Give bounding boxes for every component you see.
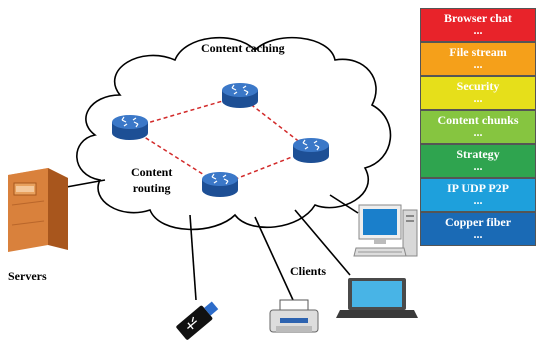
servers-label: Servers [8,269,47,283]
protocol-layer: IP UDP P2P... [420,178,536,212]
protocol-layer-name: Content chunks [437,113,519,127]
content-routing-label: Content routing [131,165,173,195]
router-icon [202,172,238,197]
protocol-layer-ellipsis: ... [473,125,483,139]
protocol-layer-name: Security [456,79,500,93]
protocol-stack: Browser chat...File stream...Security...… [420,8,536,246]
printer-icon [269,299,319,333]
protocol-layer-name: Strategy [456,147,500,161]
clients-label: Clients [290,264,326,278]
protocol-layer-ellipsis: ... [473,159,483,173]
protocol-layer-ellipsis: ... [473,23,483,37]
server-icon [8,168,68,252]
protocol-layer-ellipsis: ... [473,57,483,71]
protocol-layer-name: File stream [449,45,507,59]
client-links [49,179,359,301]
router-icon [222,83,258,108]
protocol-layer-name: IP UDP P2P [447,181,509,195]
protocol-layer-name: Copper fiber [444,215,512,229]
usb-drive-icon [176,301,219,340]
protocol-layer-ellipsis: ... [473,91,483,105]
protocol-layer: Browser chat... [420,8,536,42]
protocol-layer: Strategy... [420,144,536,178]
router-icon [112,115,148,140]
network-cloud [76,36,392,231]
content-caching-label: Content caching [201,41,285,55]
protocol-layer-name: Browser chat [444,11,512,25]
protocol-layer: Copper fiber... [420,212,536,246]
protocol-layer: File stream... [420,42,536,76]
protocol-layer: Content chunks... [420,110,536,144]
protocol-layer: Security... [420,76,536,110]
protocol-layer-ellipsis: ... [473,227,483,241]
router-icon [293,138,329,163]
protocol-layer-ellipsis: ... [473,193,483,207]
desktop-computer-icon [353,204,418,257]
laptop-icon [336,278,418,318]
